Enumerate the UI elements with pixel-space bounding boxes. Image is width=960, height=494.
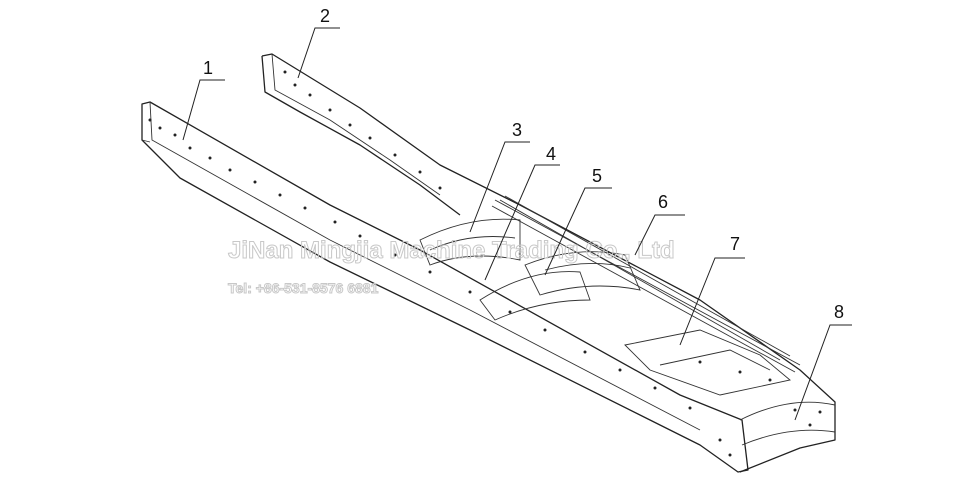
callout-4: 4 [546,144,556,164]
rear-cross-member-7 [624,329,791,396]
callout-6: 6 [658,192,668,212]
callout-3: 3 [512,120,522,140]
callout-7: 7 [730,234,740,254]
callout-1: 1 [203,58,213,78]
cross-member-4 [479,271,591,321]
watermark-phone: Tel: +86-531-8576 6881 [228,280,379,296]
cross-member-5 [524,251,641,296]
callout-8: 8 [834,302,844,322]
cross-member-3 [419,218,521,266]
watermark: JiNan Mingjia Machine Trading Co., Ltd T… [228,237,676,297]
side-reinforcement-strip [491,199,801,373]
rivet-holes [148,70,822,457]
left-frame-rail [141,101,749,473]
callout-5: 5 [592,166,602,186]
leader-lines [182,27,852,421]
right-frame-rail [261,53,836,473]
callout-2: 2 [320,6,330,26]
tail-cross-member-8 [739,401,836,446]
callout-labels: 1 2 3 4 5 6 7 8 [203,6,844,322]
watermark-company: JiNan Mingjia Machine Trading Co., Ltd [228,237,675,264]
